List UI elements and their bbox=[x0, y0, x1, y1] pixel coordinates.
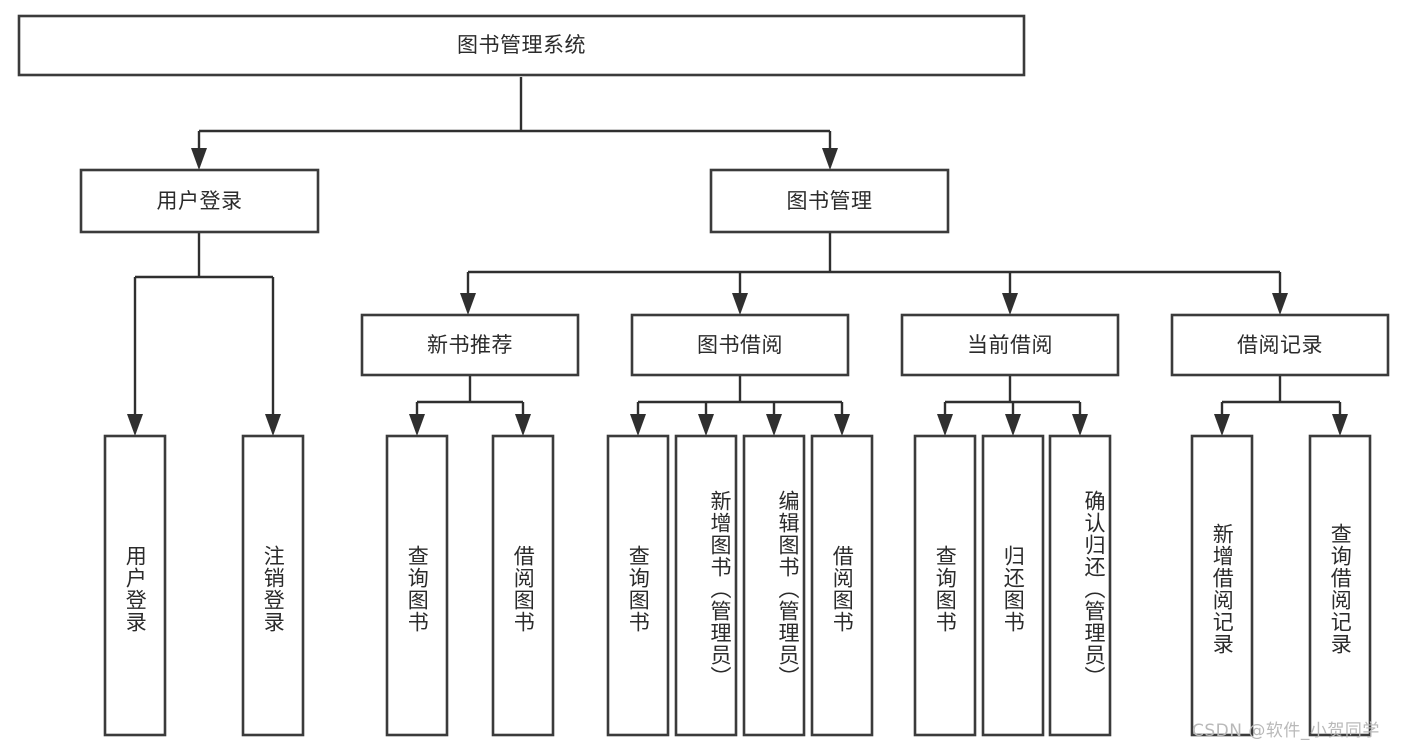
arrowhead-leaf-logout bbox=[265, 414, 281, 436]
node-box-leaf-query-book-3[interactable] bbox=[913, 434, 977, 737]
arrowhead-leaf-borrow-book-1 bbox=[515, 414, 531, 436]
node-box-borrow-record[interactable] bbox=[1170, 313, 1390, 377]
arrowhead-current-borrow bbox=[1002, 293, 1018, 315]
arrowhead-leaf-query-book-1 bbox=[409, 414, 425, 436]
node-box-leaf-query-book-2[interactable] bbox=[606, 434, 670, 737]
arrowhead-user-login bbox=[191, 148, 207, 170]
arrowhead-book-management bbox=[822, 148, 838, 170]
node-box-leaf-add-book[interactable] bbox=[674, 434, 738, 737]
arrowhead-leaf-query-book-2 bbox=[630, 414, 646, 436]
arrowhead-book-borrow bbox=[732, 293, 748, 315]
arrowhead-new-book-recommend bbox=[460, 293, 476, 315]
arrowhead-leaf-query-record bbox=[1332, 414, 1348, 436]
box-group bbox=[17, 14, 1390, 737]
node-box-book-borrow[interactable] bbox=[630, 313, 850, 377]
node-box-leaf-add-record[interactable] bbox=[1190, 434, 1254, 737]
node-box-user-login[interactable] bbox=[79, 168, 320, 234]
node-box-current-borrow[interactable] bbox=[900, 313, 1120, 377]
node-box-leaf-edit-book[interactable] bbox=[742, 434, 806, 737]
connector-group bbox=[127, 77, 1348, 436]
arrowhead-leaf-user-login bbox=[127, 414, 143, 436]
arrowhead-leaf-confirm-return bbox=[1072, 414, 1088, 436]
node-box-leaf-logout[interactable] bbox=[241, 434, 305, 737]
node-box-leaf-borrow-book-2[interactable] bbox=[810, 434, 874, 737]
node-box-leaf-query-book-1[interactable] bbox=[385, 434, 449, 737]
node-box-new-book-recommend[interactable] bbox=[360, 313, 580, 377]
node-box-leaf-borrow-book-1[interactable] bbox=[491, 434, 555, 737]
node-box-leaf-return-book[interactable] bbox=[981, 434, 1045, 737]
arrowhead-leaf-query-book-3 bbox=[937, 414, 953, 436]
arrowhead-borrow-record bbox=[1272, 293, 1288, 315]
arrowhead-leaf-edit-book bbox=[766, 414, 782, 436]
arrowhead-leaf-add-record bbox=[1214, 414, 1230, 436]
node-box-leaf-confirm-return[interactable] bbox=[1048, 434, 1112, 737]
node-box-book-management[interactable] bbox=[709, 168, 950, 234]
arrowhead-leaf-add-book bbox=[698, 414, 714, 436]
node-box-leaf-query-record[interactable] bbox=[1308, 434, 1372, 737]
arrowhead-leaf-borrow-book-2 bbox=[834, 414, 850, 436]
node-box-leaf-user-login[interactable] bbox=[103, 434, 167, 737]
arrowhead-leaf-return-book bbox=[1005, 414, 1021, 436]
node-box-root[interactable] bbox=[17, 14, 1026, 77]
